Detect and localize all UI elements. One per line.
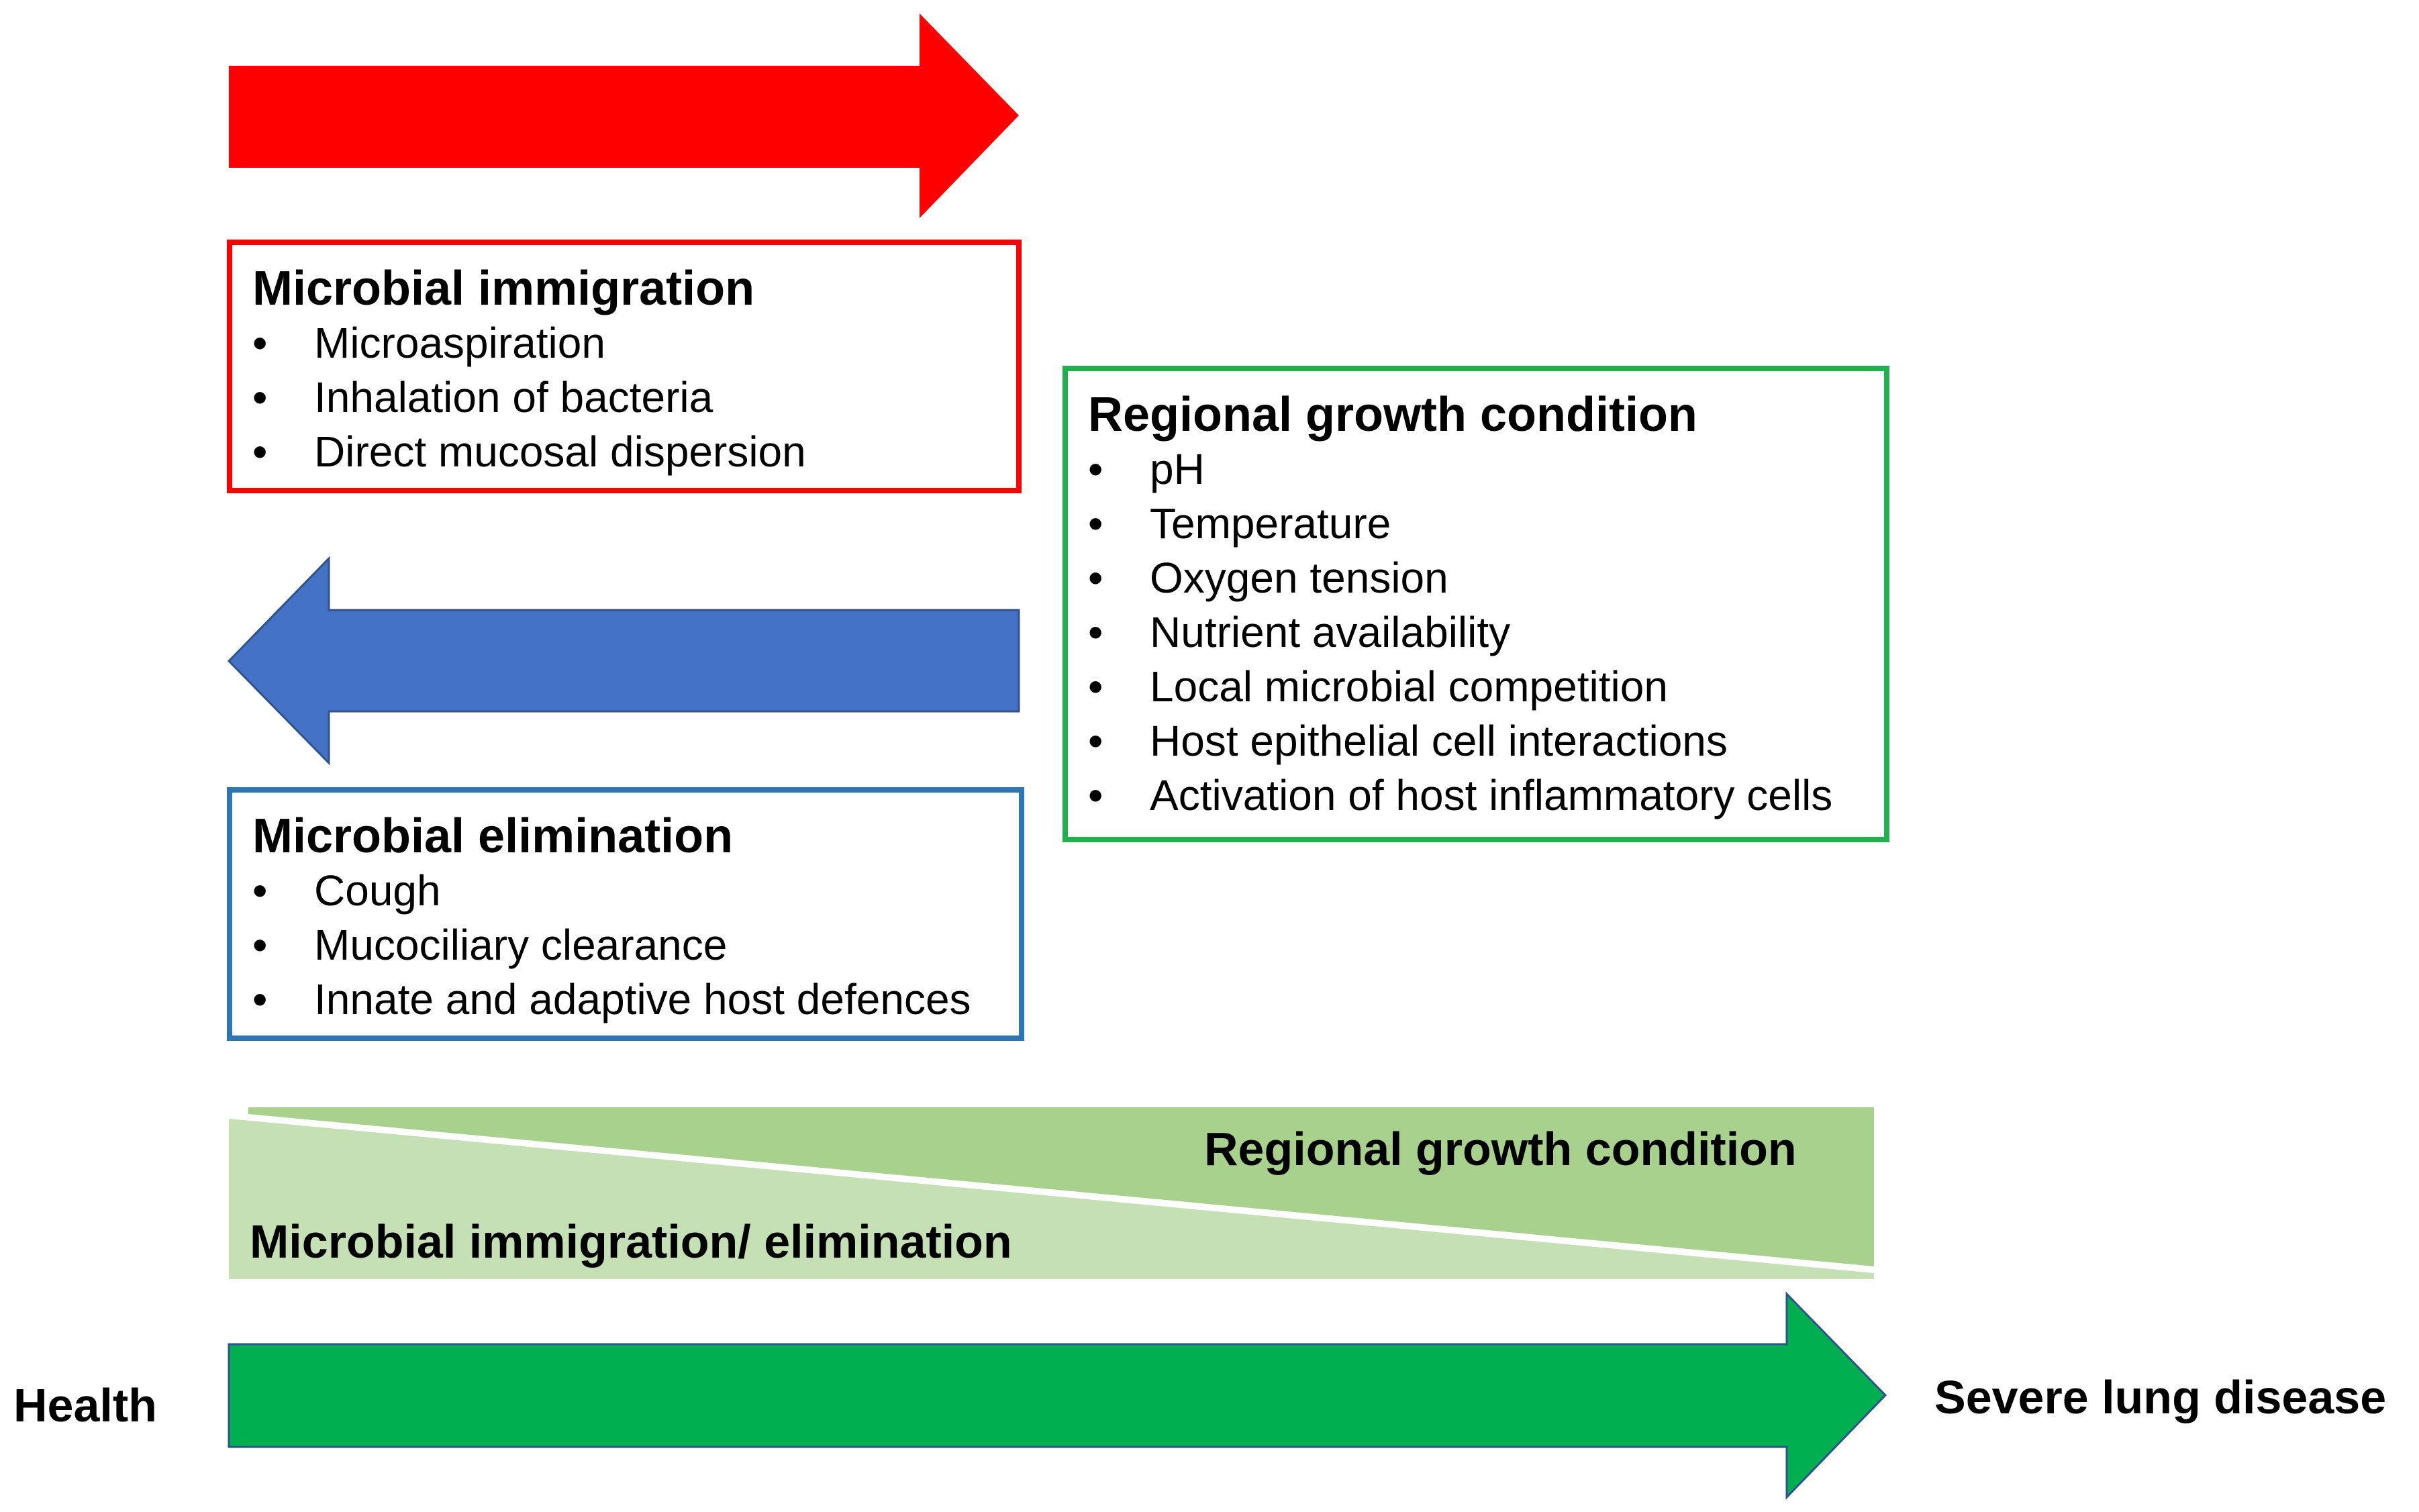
list-item-text: pH (1150, 445, 1205, 493)
list-item-text: Innate and adaptive host defences (314, 975, 971, 1023)
immigration-box: Microbial immigration • Microaspiration • I… (227, 240, 1022, 493)
bullet-icon: • (1088, 554, 1103, 602)
elimination-title: Microbial elimination (252, 809, 734, 863)
list-item-text: Mucociliary clearance (314, 921, 728, 969)
list-item-text: Local microbial competition (1150, 662, 1668, 711)
bullet-icon: • (1088, 499, 1103, 548)
growth-list: • pH • Temperature • Oxygen tension • Nutrient … (1088, 442, 1832, 823)
list-item: • pH (1088, 442, 1832, 497)
immigration-arrow (229, 13, 1019, 218)
growth-box: Regional growth condition • pH • Temperatur… (1063, 366, 1889, 842)
list-item-text: Host epithelial cell interactions (1150, 717, 1728, 765)
list-item: • Oxygen tension (1088, 551, 1832, 605)
list-item-text: Microaspiration (314, 319, 605, 367)
elimination-arrow (227, 556, 1020, 766)
immigration-title: Microbial immigration (252, 262, 755, 315)
elimination-list: • Cough • Mucociliary clearance • Innate and … (252, 864, 971, 1027)
band-growth-condition (248, 1107, 1874, 1266)
list-item: • Mucociliary clearance (252, 918, 971, 972)
progression-arrow (228, 1291, 1887, 1500)
bullet-icon: • (252, 427, 268, 476)
bullet-icon: • (252, 975, 268, 1023)
bullet-icon: • (1088, 608, 1103, 656)
elimination-box: Microbial elimination • Cough • Mucociliary… (227, 787, 1024, 1041)
bullet-icon: • (252, 921, 268, 969)
list-item-text: Oxygen tension (1150, 554, 1448, 602)
list-item: • Inhalation of bacteria (252, 370, 806, 425)
bullet-icon: • (252, 866, 268, 915)
list-item: • Local microbial competition (1088, 660, 1832, 714)
bullet-icon: • (1088, 662, 1103, 711)
band-top-label: Regional growth condition (1204, 1123, 1797, 1175)
bullet-icon: • (252, 373, 268, 421)
health-label: Health (13, 1379, 157, 1431)
bullet-icon: • (1088, 771, 1103, 819)
band-immigration-elimination (229, 1119, 1874, 1279)
list-item: • Temperature (1088, 497, 1832, 551)
bullet-icon: • (1088, 445, 1103, 493)
list-item-text: Activation of host inflammatory cells (1150, 771, 1833, 819)
list-item-text: Cough (314, 866, 441, 915)
list-item: • Host epithelial cell interactions (1088, 714, 1832, 768)
list-item: • Activation of host inflammatory cells (1088, 768, 1832, 823)
immigration-list: •Microaspiration•Inhalation of bacteria•… (252, 316, 806, 479)
band-bottom-label: Microbial immigration/ elimination (250, 1215, 1012, 1268)
list-item-text: Inhalation of bacteria (314, 373, 713, 421)
list-item: • Nutrient availability (1088, 605, 1832, 660)
growth-title: Regional growth condition (1088, 388, 1697, 442)
bullet-icon: • (252, 319, 268, 367)
list-item: • Microaspiration (252, 316, 806, 370)
list-item: • Cough (252, 864, 971, 918)
list-item-text: Direct mucosal dispersion (314, 427, 806, 476)
bullet-icon: • (1088, 717, 1103, 765)
list-item: • Innate and adaptive host defences (252, 972, 971, 1027)
list-item-text: Temperature (1150, 499, 1391, 548)
list-item: • Direct mucosal dispersion (252, 425, 806, 479)
list-item-text: Nutrient availability (1150, 608, 1511, 656)
severe-disease-label: Severe lung disease (1934, 1371, 2387, 1423)
